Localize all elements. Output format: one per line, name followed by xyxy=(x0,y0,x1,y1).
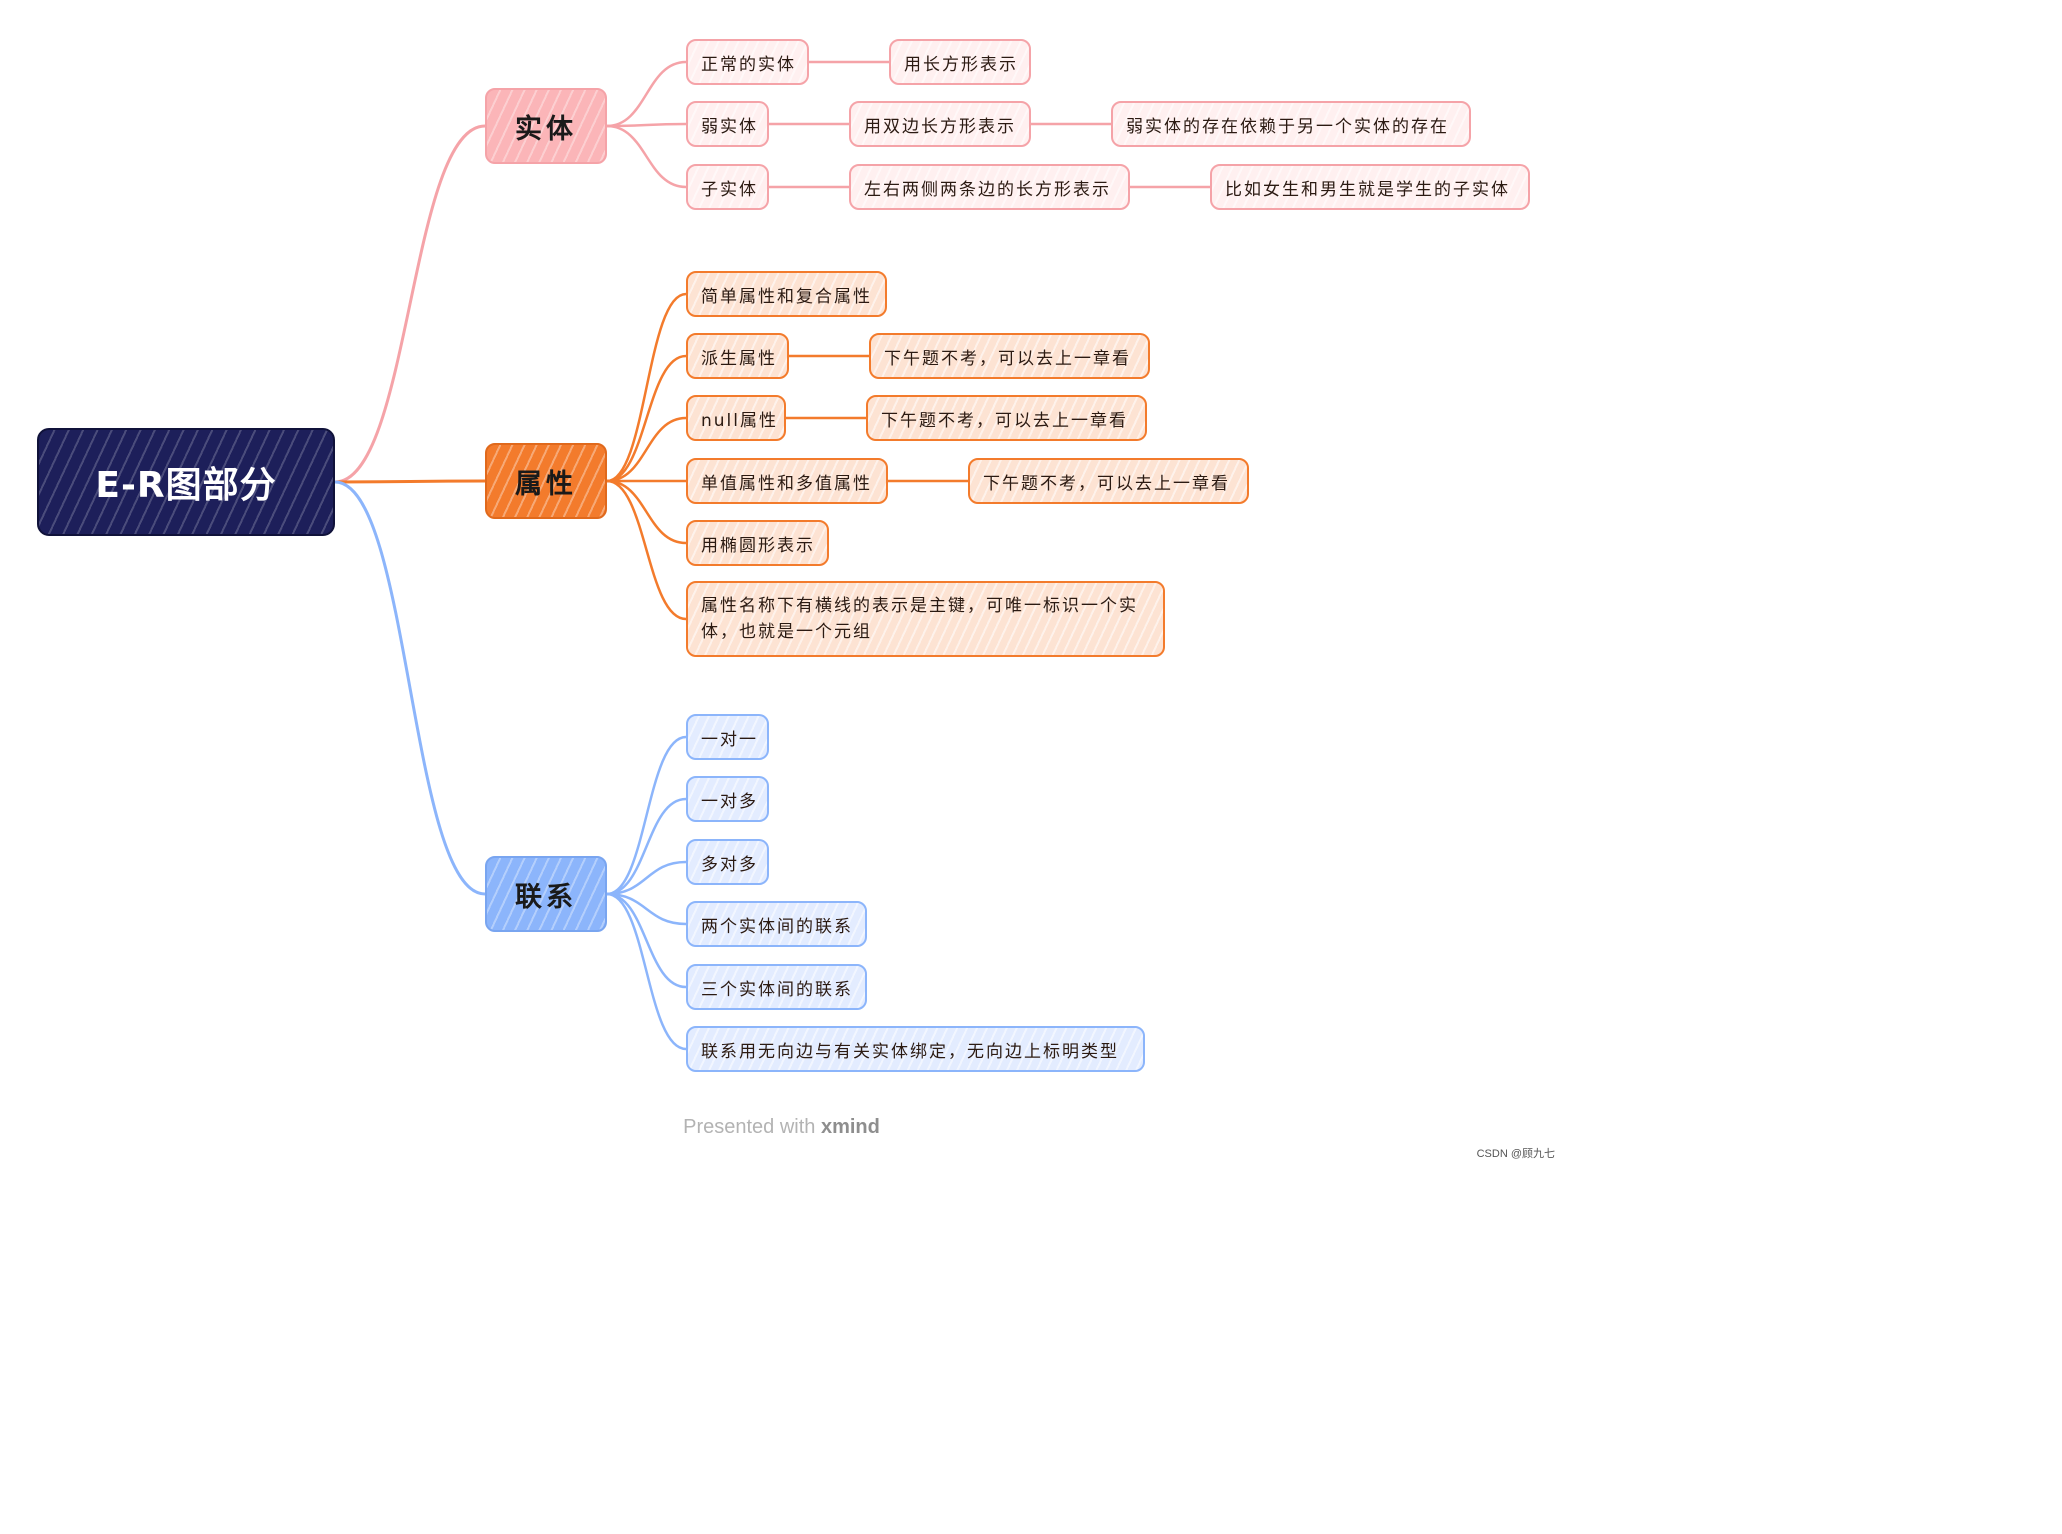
link-relation-3 xyxy=(605,892,688,926)
subtopic-null-note[interactable]: 下午题不考，可以去上一章看 xyxy=(866,395,1147,441)
link-entity-weak xyxy=(605,122,688,128)
subtopic-three-entities[interactable]: 三个实体间的联系 xyxy=(686,964,867,1010)
subtopic-undirected-edges[interactable]: 联系用无向边与有关实体绑定，无向边上标明类型 xyxy=(686,1026,1145,1072)
topic-entity[interactable]: 实体 xyxy=(485,88,607,164)
subtopic-rectangle-shape[interactable]: 用长方形表示 xyxy=(889,39,1031,85)
link-attribute-0 xyxy=(605,292,688,483)
subtopic-weak-dependency[interactable]: 弱实体的存在依赖于另一个实体的存在 xyxy=(1111,101,1471,147)
topic-attribute[interactable]: 属性 xyxy=(485,443,607,519)
subtopic-primary-key[interactable]: 属性名称下有横线的表示是主键，可唯一标识一个实体，也就是一个元组 xyxy=(686,581,1165,657)
presented-text: Presented with xyxy=(683,1116,816,1138)
subtopic-sub-entity-example[interactable]: 比如女生和男生就是学生的子实体 xyxy=(1210,164,1530,210)
link-relation-2 xyxy=(605,860,688,896)
subtopic-single-multi[interactable]: 单值属性和多值属性 xyxy=(686,458,888,504)
link-relation-0 xyxy=(605,735,688,896)
subtopic-single-multi-note[interactable]: 下午题不考，可以去上一章看 xyxy=(968,458,1249,504)
presented-with-footer: Presented with xmind xyxy=(0,1116,1563,1139)
link-relation-4 xyxy=(605,892,688,989)
subtopic-side-rectangle[interactable]: 左右两侧两条边的长方形表示 xyxy=(849,164,1130,210)
subtopic-derived-note[interactable]: 下午题不考，可以去上一章看 xyxy=(869,333,1150,379)
link-relation-1 xyxy=(605,797,688,896)
link-root-entity xyxy=(333,124,487,484)
link-root-relation xyxy=(333,480,487,896)
link-attribute-4 xyxy=(605,479,688,545)
root-topic[interactable]: E-R图部分 xyxy=(37,428,335,536)
subtopic-many-to-many[interactable]: 多对多 xyxy=(686,839,769,885)
link-entity-sub xyxy=(605,124,688,189)
subtopic-sub-entity[interactable]: 子实体 xyxy=(686,164,769,210)
topic-relation[interactable]: 联系 xyxy=(485,856,607,932)
subtopic-normal-entity[interactable]: 正常的实体 xyxy=(686,39,809,85)
subtopic-one-to-many[interactable]: 一对多 xyxy=(686,776,769,822)
subtopic-ellipse-shape[interactable]: 用椭圆形表示 xyxy=(686,520,829,566)
link-attribute-2 xyxy=(605,416,688,483)
xmind-brand: xmind xyxy=(820,1116,880,1138)
subtopic-simple-composite[interactable]: 简单属性和复合属性 xyxy=(686,271,887,317)
watermark-credit: CSDN @顾九七 xyxy=(1476,1148,1555,1160)
connector-lines xyxy=(333,60,1212,1051)
subtopic-double-rectangle[interactable]: 用双边长方形表示 xyxy=(849,101,1031,147)
subtopic-null-attribute[interactable]: null属性 xyxy=(686,395,786,441)
link-relation-5 xyxy=(605,892,688,1051)
subtopic-one-to-one[interactable]: 一对一 xyxy=(686,714,769,760)
subtopic-two-entities[interactable]: 两个实体间的联系 xyxy=(686,901,867,947)
link-attribute-5 xyxy=(605,479,688,621)
subtopic-weak-entity[interactable]: 弱实体 xyxy=(686,101,769,147)
subtopic-derived-attribute[interactable]: 派生属性 xyxy=(686,333,789,379)
link-root-attribute xyxy=(333,479,487,484)
link-attribute-1 xyxy=(605,354,688,483)
link-entity-normal xyxy=(605,60,688,128)
